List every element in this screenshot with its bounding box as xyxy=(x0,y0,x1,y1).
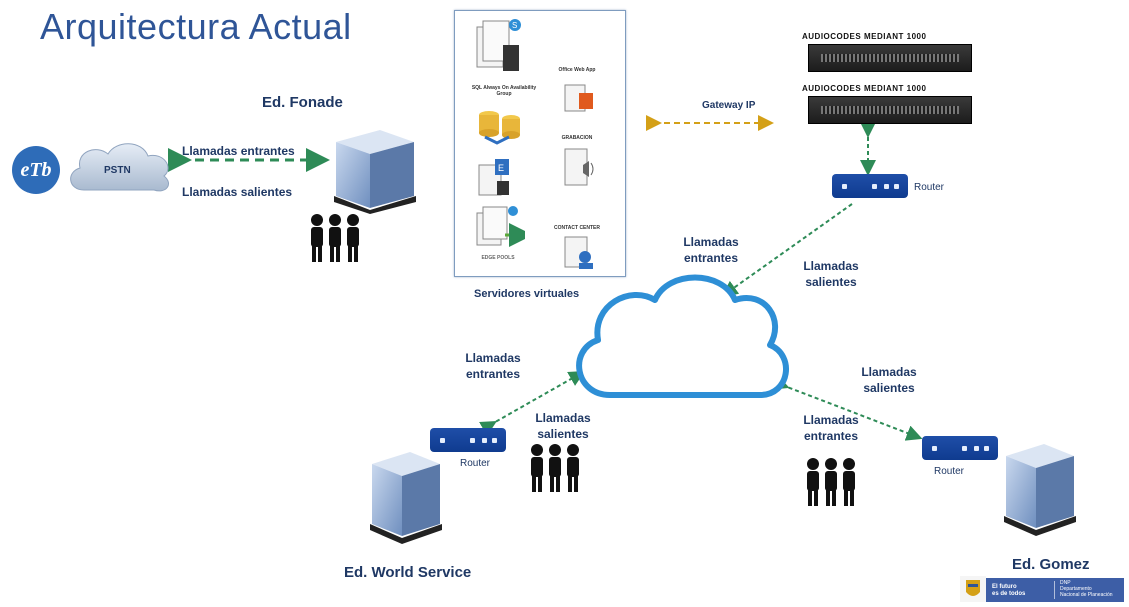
building-fonade-icon xyxy=(334,130,416,214)
svg-text:S: S xyxy=(512,21,517,30)
svg-text:E: E xyxy=(498,163,504,173)
exchange-server-icon: E xyxy=(478,159,509,196)
footer-org-line3: Nacional de Planeación xyxy=(1060,592,1113,598)
footer-divider xyxy=(1054,581,1055,599)
virtual-servers-caption: Servidores virtuales xyxy=(474,288,580,300)
footer-slogan-line1: El futuro xyxy=(992,584,1017,590)
world-incoming-line1: Llamadas xyxy=(465,351,521,365)
site-gomez-label: Ed. Gomez xyxy=(1012,556,1090,573)
etb-logo: eTb xyxy=(12,146,60,194)
router-world-icon xyxy=(430,428,506,452)
router-cloud-arrow xyxy=(721,203,853,297)
users-world-icon xyxy=(531,444,579,492)
audiocodes-2-device xyxy=(808,96,972,124)
grabacion-label: GRABACION xyxy=(561,135,593,141)
world-incoming-label: Llamadas entrantes xyxy=(458,350,528,382)
gomez-outgoing-label: Llamadas salientes xyxy=(854,364,924,396)
footer-org-line1: DNP xyxy=(1060,580,1071,586)
router-gomez-label: Router xyxy=(934,466,965,477)
audiocodes-1-device xyxy=(808,44,972,72)
sql-database-icon xyxy=(479,111,520,145)
etb-logo-text: eTb xyxy=(20,158,52,181)
router-cloud-outgoing-label: Llamadas salientes xyxy=(796,258,866,290)
recording-server-icon xyxy=(564,148,594,186)
audiocodes-2-label: AUDIOCODES MEDIANT 1000 xyxy=(802,84,927,93)
router-world-label: Router xyxy=(460,458,491,469)
footer-logo-banner: El futuro es de todos DNP Departamento N… xyxy=(986,578,1124,602)
users-gomez-icon xyxy=(807,458,855,506)
colombia-shield-icon xyxy=(960,576,986,602)
world-cloud-arrow xyxy=(479,371,585,436)
router-gateway-icon xyxy=(832,174,908,198)
audiocodes-1-label: AUDIOCODES MEDIANT 1000 xyxy=(802,32,927,41)
pstn-incoming-label: Llamadas entrantes xyxy=(182,144,295,158)
gomez-incoming-line1: Llamadas xyxy=(803,413,859,427)
gomez-cloud-arrow xyxy=(771,374,923,441)
virtual-servers-panel: S SQL Always On Availability Group E EDG… xyxy=(454,10,626,277)
edge-pool-server-icon xyxy=(476,206,525,247)
central-cloud xyxy=(576,274,789,398)
contact-center-server-icon xyxy=(564,236,593,269)
router-cloud-outgoing-line1: Llamadas xyxy=(803,259,859,273)
router-cloud-incoming-label: Llamadas entrantes xyxy=(676,234,746,266)
router-gateway-label: Router xyxy=(914,182,945,193)
gateway-ip-label: Gateway IP xyxy=(702,100,756,111)
edge-pools-label: EDGE POOLS xyxy=(481,255,515,261)
site-fonade-label: Ed. Fonade xyxy=(262,94,343,111)
pstn-outgoing-label: Llamadas salientes xyxy=(182,185,293,199)
world-outgoing-line2: salientes xyxy=(537,427,589,441)
world-outgoing-line1: Llamadas xyxy=(535,411,591,425)
pstn-label: PSTN xyxy=(104,165,131,176)
building-world-service-icon xyxy=(370,452,442,544)
router-gomez-icon xyxy=(922,436,998,460)
page-title: Arquitectura Actual xyxy=(40,6,352,47)
router-cloud-outgoing-line2: salientes xyxy=(805,275,857,289)
world-outgoing-label: Llamadas salientes xyxy=(528,410,598,442)
gomez-incoming-label: Llamadas entrantes xyxy=(796,412,866,444)
pstn-cloud-icon xyxy=(70,143,169,192)
site-world-service-label: Ed. World Service xyxy=(344,564,472,581)
users-fonade-icon xyxy=(311,214,359,262)
sql-label: SQL Always On Availability Group xyxy=(471,85,537,97)
footer-slogan-line2: es de todos xyxy=(992,591,1026,597)
office-web-app-label: Office Web App xyxy=(558,67,596,73)
building-gomez-icon xyxy=(1004,444,1076,536)
office-server-icon xyxy=(564,84,593,112)
gomez-outgoing-line2: salientes xyxy=(863,381,915,395)
footer-slogan: El futuro es de todos xyxy=(992,584,1025,598)
router-cloud-incoming-line2: entrantes xyxy=(683,251,739,265)
footer-org: DNP Departamento Nacional de Planeación xyxy=(1060,580,1113,598)
gomez-outgoing-line1: Llamadas xyxy=(861,365,917,379)
lync-server-icon: S xyxy=(476,19,521,71)
router-cloud-incoming-line1: Llamadas xyxy=(683,235,739,249)
contact-center-label: CONTACT CENTER xyxy=(553,225,600,231)
gomez-incoming-line2: entrantes xyxy=(803,429,859,443)
footer-org-line2: Departamento xyxy=(1060,586,1092,592)
world-incoming-line2: entrantes xyxy=(465,367,521,381)
